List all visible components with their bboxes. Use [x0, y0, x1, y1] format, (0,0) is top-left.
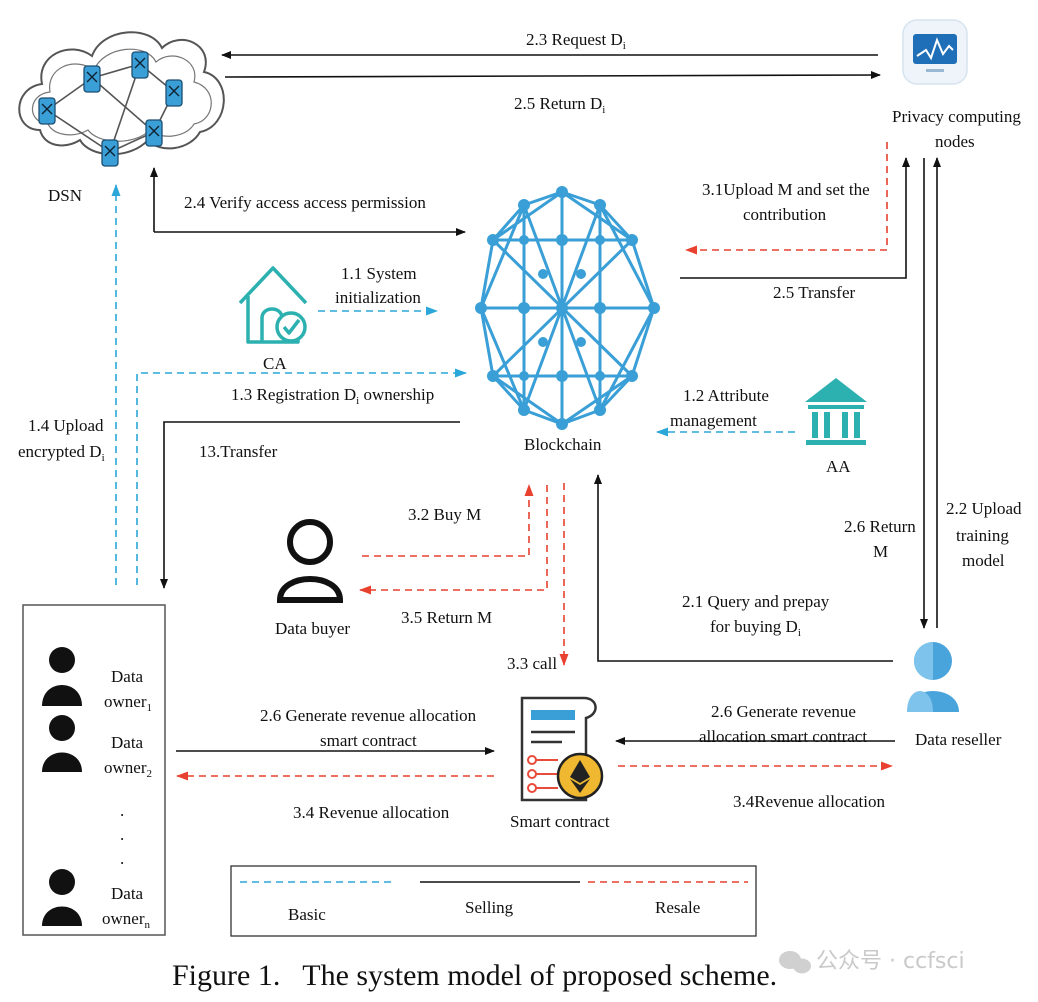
label-2-2-line-2: training — [956, 526, 1009, 545]
legend-resale-label: Resale — [655, 898, 700, 917]
data-owner-2-icon — [42, 715, 82, 772]
arrow-1-3-registration — [136, 368, 467, 585]
aa-institution-icon — [805, 378, 867, 445]
dsn-label: DSN — [48, 186, 82, 205]
ca-label: CA — [263, 354, 287, 373]
label-2-6-left-line-1: 2.6 Generate revenue allocation — [260, 706, 477, 725]
label-2-6-right-line-1: 2.6 Generate revenue — [711, 702, 856, 721]
blockchain-icon — [475, 186, 660, 430]
legend-selling-label: Selling — [465, 898, 514, 917]
label-3-2: 3.2 Buy M — [408, 505, 481, 524]
owner-1-line-2: owner1 — [104, 692, 152, 714]
owner-2-line-2: owner2 — [104, 758, 152, 780]
label-2-6-return-line-1: 2.6 Return — [844, 517, 916, 536]
data-owner-n-icon — [42, 869, 82, 926]
data-reseller-icon — [907, 642, 959, 712]
aa-label: AA — [826, 457, 851, 476]
wechat-watermark-icon — [779, 951, 811, 974]
label-3-1-line-1: 3.1Upload M and set the — [702, 180, 870, 199]
label-2-1-line-1: 2.1 Query and prepay — [682, 592, 830, 611]
blockchain-label: Blockchain — [524, 435, 602, 454]
data-buyer-label: Data buyer — [275, 619, 350, 638]
privacy-node-icon — [902, 19, 968, 85]
label-2-6-right-line-2: allocation smart contract — [699, 727, 867, 746]
arrow-2-5-transfer — [680, 157, 910, 279]
watermark-text: 公众号 · ccfsci — [816, 949, 965, 974]
label-1-1-line-2: initialization — [335, 288, 421, 307]
label-3-3: 3.3 call — [507, 654, 557, 673]
ellipsis-dot-2: . — [120, 825, 124, 844]
owner-2-line-1: Data — [111, 733, 144, 752]
ca-house-icon — [238, 266, 308, 344]
label-3-4-left: 3.4 Revenue allocation — [293, 803, 450, 822]
label-2-4: 2.4 Verify access access permission — [184, 193, 426, 212]
label-1-2-line-1: 1.2 Attribute — [683, 386, 769, 405]
label-2-6-return-line-2: M — [873, 542, 888, 561]
label-3-5: 3.5 Return M — [401, 608, 492, 627]
smart-contract-label: Smart contract — [510, 812, 610, 831]
label-2-5-transfer: 2.5 Transfer — [773, 283, 856, 302]
label-3-4-right: 3.4Revenue allocation — [733, 792, 886, 811]
label-1-4-line-1: 1.4 Upload — [28, 416, 104, 435]
arrow-2-1-query — [594, 474, 893, 662]
label-1-2-line-2: management — [670, 411, 757, 430]
owner-1-line-1: Data — [111, 667, 144, 686]
privacy-nodes-label-2: nodes — [935, 132, 975, 151]
owner-n-line-2: ownern — [102, 909, 150, 931]
label-2-1-line-2: for buying Di — [710, 617, 801, 639]
label-2-2-line-1: 2.2 Upload — [946, 499, 1022, 518]
label-1-4-line-2: encrypted Di — [18, 442, 105, 464]
arrow-3-5-return — [359, 485, 548, 595]
ellipsis-dot-1: . — [120, 801, 124, 820]
data-reseller-label: Data reseller — [915, 730, 1002, 749]
dsn-cloud-icon — [18, 31, 225, 167]
label-1-1-line-1: 1.1 System — [341, 264, 417, 283]
smart-contract-icon — [520, 696, 604, 802]
owner-n-line-1: Data — [111, 884, 144, 903]
privacy-nodes-label-1: Privacy computing — [892, 107, 1021, 126]
arrow-13-transfer — [160, 421, 460, 589]
ellipsis-dot-3: . — [120, 849, 124, 868]
arrow-3-1-upload-m — [685, 142, 888, 255]
legend: Basic Selling Resale — [230, 865, 757, 937]
label-2-6-left-line-2: smart contract — [320, 731, 417, 750]
label-1-3: 1.3 Registration Di ownership — [231, 385, 434, 407]
label-13-transfer: 13.Transfer — [199, 442, 278, 461]
data-buyer-icon — [276, 519, 344, 603]
figure-caption: Figure 1. The system model of proposed s… — [172, 959, 777, 992]
label-2-3: 2.3 Request Di — [526, 30, 626, 52]
label-3-1-line-2: contribution — [743, 205, 827, 224]
label-2-2-line-3: model — [962, 551, 1005, 570]
data-owner-1-icon — [42, 647, 82, 706]
legend-basic-label: Basic — [288, 905, 326, 924]
label-2-5-return: 2.5 Return Di — [514, 94, 605, 116]
arrow-2-5-return — [224, 71, 881, 80]
